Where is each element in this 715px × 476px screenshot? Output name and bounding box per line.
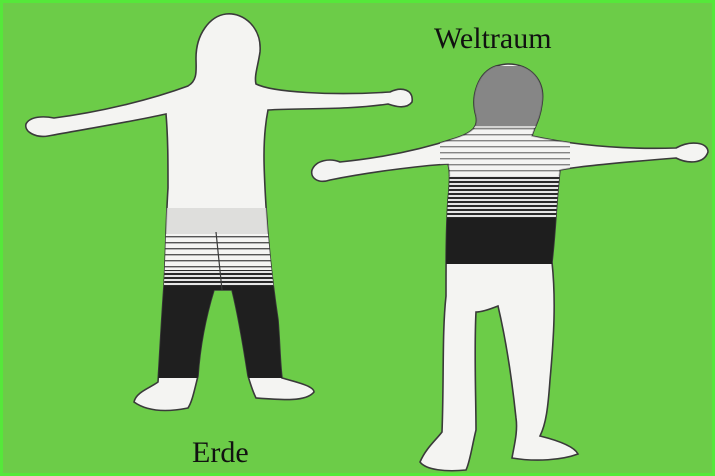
space-caption: Weltraum bbox=[434, 24, 552, 54]
space-figure bbox=[312, 64, 708, 471]
earth-caption: Erde bbox=[192, 438, 249, 468]
earth-figure bbox=[26, 14, 412, 411]
